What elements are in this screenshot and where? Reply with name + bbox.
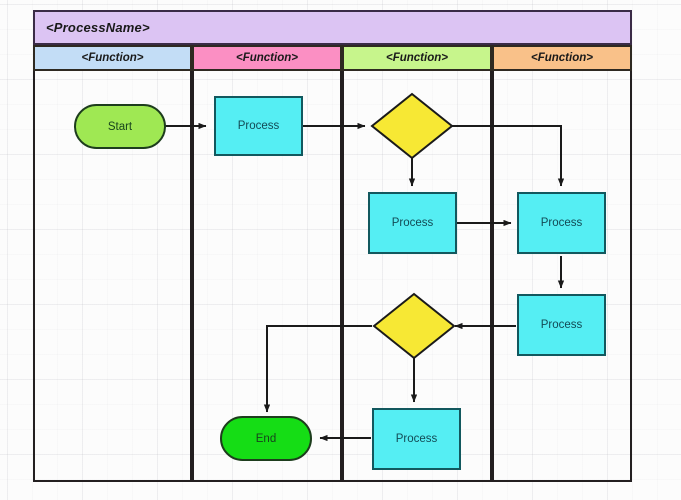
- node-process-3[interactable]: Process: [517, 192, 606, 254]
- node-process-4[interactable]: Process: [517, 294, 606, 356]
- node-decision-1[interactable]: [370, 92, 454, 160]
- node-process-1-label: Process: [237, 120, 280, 132]
- lane-header-label-3: <Function>: [386, 52, 448, 64]
- node-end-label: End: [255, 432, 277, 445]
- node-process-5-label: Process: [395, 433, 438, 445]
- node-process-1[interactable]: Process: [214, 96, 303, 156]
- lane-header-3[interactable]: <Function>: [342, 45, 492, 71]
- node-process-2-label: Process: [391, 217, 434, 229]
- node-start-label: Start: [107, 120, 133, 133]
- decision-2-diamond-shape: [372, 292, 456, 360]
- pool-title-bar[interactable]: <ProcessName>: [33, 10, 632, 45]
- node-process-2[interactable]: Process: [368, 192, 457, 254]
- pool-title-label: <ProcessName>: [46, 20, 150, 35]
- lane-header-label-2: <Function>: [236, 52, 298, 64]
- lane-header-4[interactable]: <Function>: [492, 45, 632, 71]
- lane-header-2[interactable]: <Function>: [192, 45, 342, 71]
- lane-header-label-4: <Function>: [531, 52, 593, 64]
- node-process-3-label: Process: [540, 217, 583, 229]
- node-process-5[interactable]: Process: [372, 408, 461, 470]
- lane-header-1[interactable]: <Function>: [33, 45, 192, 71]
- node-start[interactable]: Start: [74, 104, 166, 149]
- node-process-4-label: Process: [540, 319, 583, 331]
- node-decision-2[interactable]: [372, 292, 456, 360]
- decision-1-diamond-shape: [370, 92, 454, 160]
- lane-header-label-1: <Function>: [81, 52, 144, 64]
- node-end[interactable]: End: [220, 416, 312, 461]
